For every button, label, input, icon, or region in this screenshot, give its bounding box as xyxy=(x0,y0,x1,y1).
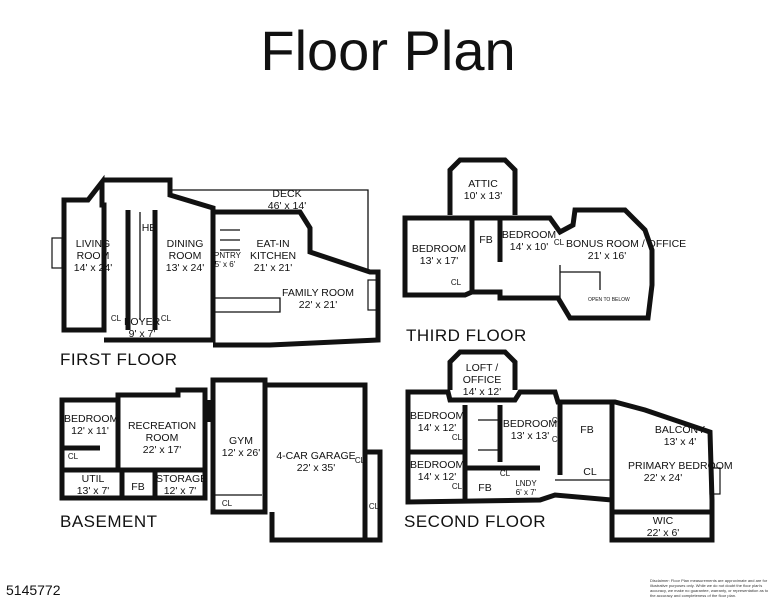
first-floor-walls xyxy=(51,174,381,348)
room-basement-fb: FB xyxy=(131,481,145,493)
basement-label: BASEMENT xyxy=(60,512,158,531)
room-first-cl-2: CL xyxy=(160,314,172,323)
room-third-cl-2: CL xyxy=(553,238,565,247)
first-floor-label: FIRST FLOOR xyxy=(60,350,178,369)
room-second-fb-1: FB xyxy=(580,424,594,436)
room-basement-cl-2: CL xyxy=(221,499,233,508)
listing-id: 5145772 xyxy=(6,582,61,598)
room-second-cl-1: CL xyxy=(451,433,463,442)
room-second-cl-3: CL xyxy=(499,469,511,478)
room-basement-cl-1: CL xyxy=(67,452,79,461)
room-first-cl-1: CL xyxy=(110,314,122,323)
room-third-fb: FB xyxy=(479,234,493,246)
room-third-cl-1: CL xyxy=(450,278,462,287)
room-open-to-below: OPEN TO BELOW xyxy=(588,297,630,303)
room-basement-cl-3: CL xyxy=(354,456,366,465)
third-floor-label: THIRD FLOOR xyxy=(406,326,527,345)
room-second-fb-2: FB xyxy=(478,482,492,494)
room-second-cl-4: CL xyxy=(551,416,563,425)
room-second-cl-6: CL xyxy=(583,466,597,478)
second-floor-label: SECOND FLOOR xyxy=(404,512,547,531)
room-hb: HB xyxy=(141,222,157,234)
room-second-cl-2: CL xyxy=(451,482,463,491)
third-floor-walls xyxy=(402,157,655,321)
room-second-cl-5: CL xyxy=(551,435,563,444)
basement-walls xyxy=(59,377,383,543)
page-title: Floor Plan xyxy=(260,19,516,82)
disclaimer: Disclaimer: Floor Plan measurements are … xyxy=(650,578,769,598)
room-basement-cl-4: CL xyxy=(368,502,380,511)
second-floor-walls xyxy=(405,349,721,543)
